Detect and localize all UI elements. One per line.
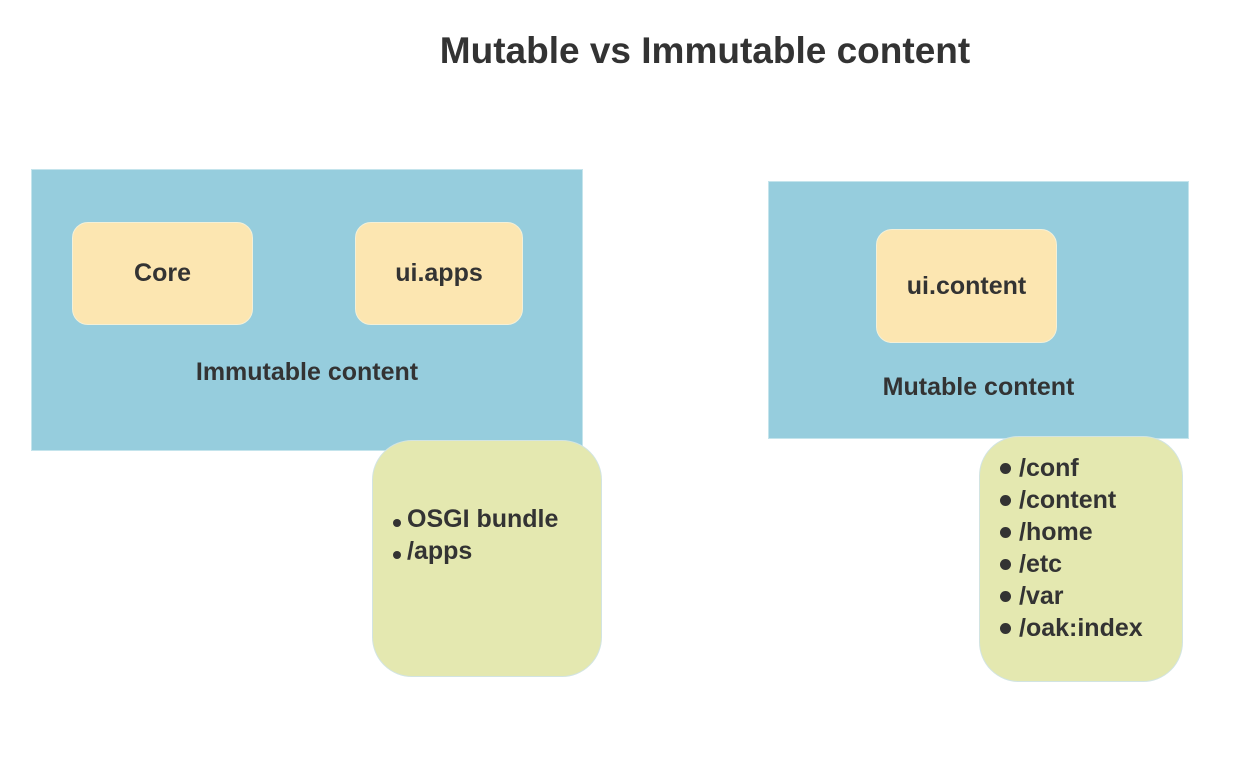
list-item-label: /apps — [407, 537, 473, 565]
list-item: /etc — [1000, 548, 1143, 580]
bullet-icon — [393, 551, 401, 559]
list-item: /content — [1000, 484, 1143, 516]
immutable-items-note: OSGI bundle /apps — [372, 440, 602, 677]
diagram-title: Mutable vs Immutable content — [439, 30, 971, 71]
list-item-label: /var — [1019, 582, 1064, 610]
mutable-items-note: /conf /content /home /etc /var /oak:inde… — [979, 436, 1183, 682]
list-item: /apps — [393, 535, 558, 567]
bullet-icon — [1000, 526, 1011, 538]
bullet-icon — [1000, 494, 1011, 506]
immutable-content-label: Immutable content — [195, 358, 419, 386]
mutable-items-list: /conf /content /home /etc /var /oak:inde… — [1000, 452, 1143, 644]
list-item-label: /conf — [1019, 454, 1079, 482]
module-ui-apps: ui.apps — [355, 222, 523, 325]
module-ui-content: ui.content — [876, 229, 1057, 343]
list-item-label: /content — [1019, 486, 1117, 514]
list-item-label: /home — [1019, 518, 1093, 546]
list-item-label: /etc — [1019, 550, 1063, 578]
mutable-content-label: Mutable content — [882, 373, 1075, 401]
list-item-label: /oak:index — [1019, 614, 1143, 642]
bullet-icon — [393, 519, 401, 527]
bullet-icon — [1000, 462, 1011, 474]
immutable-items-list: OSGI bundle /apps — [393, 503, 558, 567]
list-item: /var — [1000, 580, 1143, 612]
list-item-label: OSGI bundle — [407, 505, 559, 533]
bullet-icon — [1000, 558, 1011, 570]
list-item: /conf — [1000, 452, 1143, 484]
bullet-icon — [1000, 590, 1011, 602]
list-item: /home — [1000, 516, 1143, 548]
list-item: OSGI bundle — [393, 503, 558, 535]
module-core: Core — [72, 222, 253, 325]
bullet-icon — [1000, 622, 1011, 634]
list-item: /oak:index — [1000, 612, 1143, 644]
